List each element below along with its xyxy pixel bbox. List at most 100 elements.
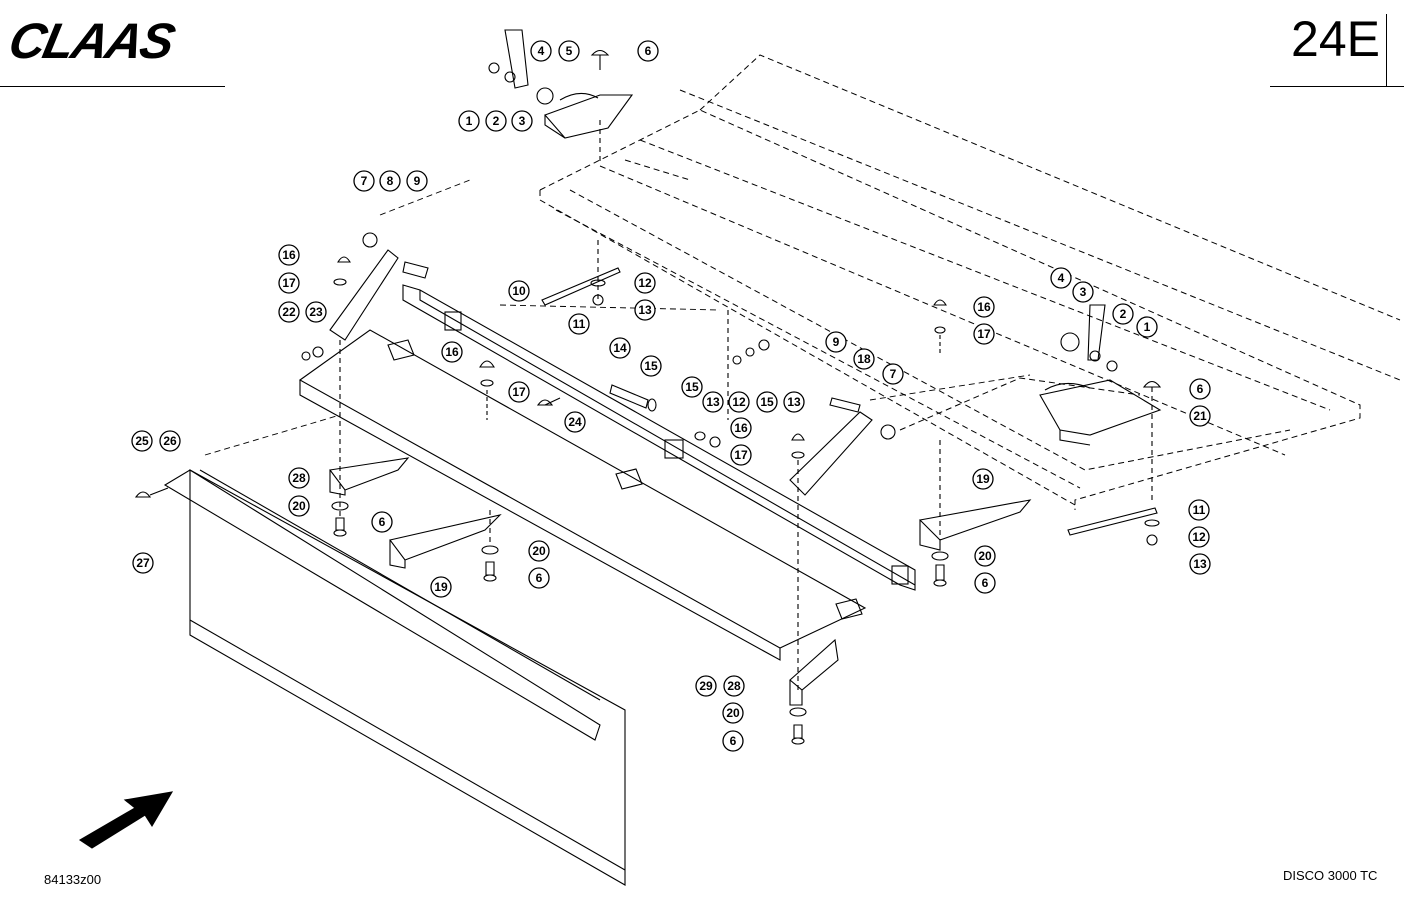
callout-circle xyxy=(564,411,586,433)
callout-1: 1 xyxy=(458,110,480,132)
callout-circle xyxy=(288,467,310,489)
callout-7: 7 xyxy=(353,170,375,192)
callout-circle xyxy=(783,391,805,413)
callout-20: 20 xyxy=(528,540,550,562)
callout-label: 26 xyxy=(163,434,177,448)
callout-circle xyxy=(278,272,300,294)
callout-19: 19 xyxy=(430,576,452,598)
callout-label: 20 xyxy=(978,549,992,563)
bracket-19-right xyxy=(918,440,1032,587)
callout-circle xyxy=(528,567,550,589)
callout-label: 3 xyxy=(519,114,526,128)
callout-circle xyxy=(511,110,533,132)
callout-circle xyxy=(1072,281,1094,303)
callout-label: 15 xyxy=(685,380,699,394)
callout-circle xyxy=(973,296,995,318)
callout-label: 1 xyxy=(1144,320,1151,334)
callout-6: 6 xyxy=(637,40,659,62)
callout-6: 6 xyxy=(1189,378,1211,400)
callout-label: 29 xyxy=(699,679,713,693)
callout-circle xyxy=(159,430,181,452)
callout-3: 3 xyxy=(1072,281,1094,303)
callout-label: 15 xyxy=(644,359,658,373)
callout-7: 7 xyxy=(882,363,904,385)
callout-15: 15 xyxy=(681,376,703,398)
callout-circle xyxy=(1188,499,1210,521)
callout-9: 9 xyxy=(825,331,847,353)
callout-circle xyxy=(1188,526,1210,548)
callout-15: 15 xyxy=(640,355,662,377)
callout-label: 28 xyxy=(292,471,306,485)
callout-circle xyxy=(972,468,994,490)
callout-11: 11 xyxy=(568,313,590,335)
callout-circle xyxy=(558,40,580,62)
callout-circle xyxy=(530,40,552,62)
callout-circle xyxy=(1189,553,1211,575)
bracket-right xyxy=(1039,304,1162,500)
callout-circle xyxy=(722,730,744,752)
callout-9: 9 xyxy=(406,170,428,192)
section-code: 24E xyxy=(1291,11,1380,67)
callout-circle xyxy=(973,323,995,345)
callout-label: 14 xyxy=(613,341,627,355)
callout-circle xyxy=(406,170,428,192)
callout-6: 6 xyxy=(528,567,550,589)
callout-label: 4 xyxy=(1058,271,1065,285)
callout-label: 28 xyxy=(727,679,741,693)
callout-2: 2 xyxy=(485,110,507,132)
model-name: DISCO 3000 TC xyxy=(1283,868,1378,883)
frame-dashed-outline xyxy=(539,54,1401,510)
callout-label: 6 xyxy=(982,576,989,590)
callout-circle xyxy=(730,417,752,439)
bracket-top-left xyxy=(488,29,634,165)
callout-circle xyxy=(702,391,724,413)
callout-label: 6 xyxy=(379,515,386,529)
callout-circle xyxy=(132,552,154,574)
callout-label: 12 xyxy=(1192,530,1206,544)
plate-29 xyxy=(298,329,867,661)
bolts-middle xyxy=(479,310,770,448)
callout-label: 10 xyxy=(512,284,526,298)
callout-label: 13 xyxy=(787,395,801,409)
callout-label: 7 xyxy=(890,367,897,381)
callout-label: 19 xyxy=(976,472,990,486)
callout-label: 21 xyxy=(1193,409,1207,423)
callout-20: 20 xyxy=(974,545,996,567)
callout-12: 12 xyxy=(728,391,750,413)
callout-17: 17 xyxy=(730,444,752,466)
callout-25: 25 xyxy=(131,430,153,452)
callout-label: 17 xyxy=(734,448,748,462)
callout-4: 4 xyxy=(1050,267,1072,289)
callout-label: 13 xyxy=(1193,557,1207,571)
callout-label: 12 xyxy=(732,395,746,409)
callout-label: 24 xyxy=(568,415,582,429)
callout-label: 6 xyxy=(730,734,737,748)
callout-16: 16 xyxy=(278,244,300,266)
callout-label: 16 xyxy=(977,300,991,314)
flap-27 xyxy=(134,469,626,886)
callout-circle xyxy=(634,272,656,294)
header-divider-right xyxy=(1386,14,1387,86)
callout-label: 15 xyxy=(760,395,774,409)
callout-circle xyxy=(723,675,745,697)
callout-label: 17 xyxy=(512,385,526,399)
callout-label: 20 xyxy=(532,544,546,558)
callout-label: 5 xyxy=(566,44,573,58)
callout-circle xyxy=(1189,405,1211,427)
callout-label: 6 xyxy=(645,44,652,58)
callout-6: 6 xyxy=(722,730,744,752)
callout-circle xyxy=(1050,267,1072,289)
callout-1: 1 xyxy=(1136,316,1158,338)
callout-circle xyxy=(508,381,530,403)
callout-circle xyxy=(722,702,744,724)
callout-16: 16 xyxy=(973,296,995,318)
callout-4: 4 xyxy=(530,40,552,62)
callout-27: 27 xyxy=(132,552,154,574)
callout-label: 8 xyxy=(387,174,394,188)
callout-circle xyxy=(609,337,631,359)
direction-arrow xyxy=(78,791,174,849)
callout-circle xyxy=(508,280,530,302)
callout-circle xyxy=(568,313,590,335)
callout-23: 23 xyxy=(305,301,327,323)
callout-circle xyxy=(730,444,752,466)
